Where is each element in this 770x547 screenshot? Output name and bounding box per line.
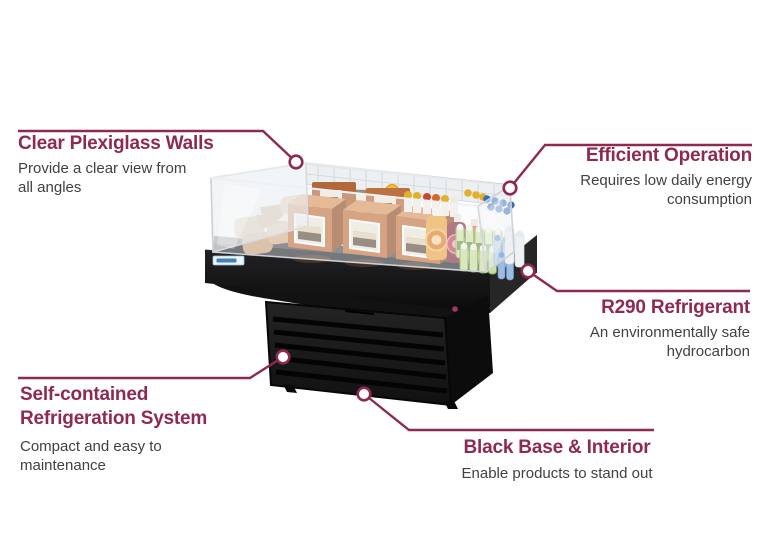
pedestal-louvers <box>272 316 448 394</box>
callout-efficient-operation: Efficient Operation Requires low daily e… <box>520 144 752 209</box>
case-counter-front-face <box>205 250 490 313</box>
callout-description: An environmentally safe hydrocarbon <box>589 324 750 360</box>
pedestal-handle-notch <box>344 310 375 315</box>
pedestal-foot-left <box>283 384 297 393</box>
pedestal-right-face <box>445 296 493 405</box>
products-capped-bottles-back <box>404 189 487 217</box>
connector-r290-refrigerant <box>527 270 750 293</box>
callout-black-base-interior: Black Base & Interior Enable products to… <box>447 436 667 483</box>
connector-self-contained <box>18 355 284 380</box>
callout-description: Enable products to stand out <box>461 465 653 482</box>
callout-title: Efficient Operation <box>585 145 752 166</box>
marker-efficient-operation <box>502 180 518 196</box>
callout-title: Black Base & Interior <box>463 437 651 458</box>
pedestal-foot-right <box>444 401 458 409</box>
callout-connectors <box>18 129 752 432</box>
callout-title: Self-contained Refrigeration System <box>20 384 208 429</box>
callout-self-contained-refrigeration: Self-contained Refrigeration System Comp… <box>20 383 235 475</box>
interior-platform-front <box>214 243 486 273</box>
callout-plexiglass-walls: Clear Plexiglass Walls Provide a clear v… <box>18 132 250 197</box>
brand-label <box>212 255 245 266</box>
callout-r290-refrigerant: R290 Refrigerant An environmentally safe… <box>518 296 750 361</box>
marker-self-contained <box>275 349 291 365</box>
connector-black-base <box>363 393 654 432</box>
display-case <box>204 161 538 409</box>
connector-plexiglass-walls <box>18 129 297 163</box>
pedestal-base <box>264 296 493 409</box>
connector-efficient-operation <box>509 143 752 189</box>
callout-description: Requires low daily energy consumption <box>580 172 752 208</box>
marker-plexiglass-walls <box>288 154 304 170</box>
callout-title: R290 Refrigerant <box>601 297 750 318</box>
plexiglass-walls <box>210 161 515 274</box>
callout-description: Provide a clear view from all angles <box>18 160 187 196</box>
marker-black-base <box>356 386 372 402</box>
callout-markers <box>275 154 536 402</box>
accent-dot <box>452 306 458 312</box>
callout-description: Compact and easy to maintenance <box>20 438 162 474</box>
marker-r290-refrigerant <box>520 263 536 279</box>
callout-title: Clear Plexiglass Walls <box>18 133 214 154</box>
